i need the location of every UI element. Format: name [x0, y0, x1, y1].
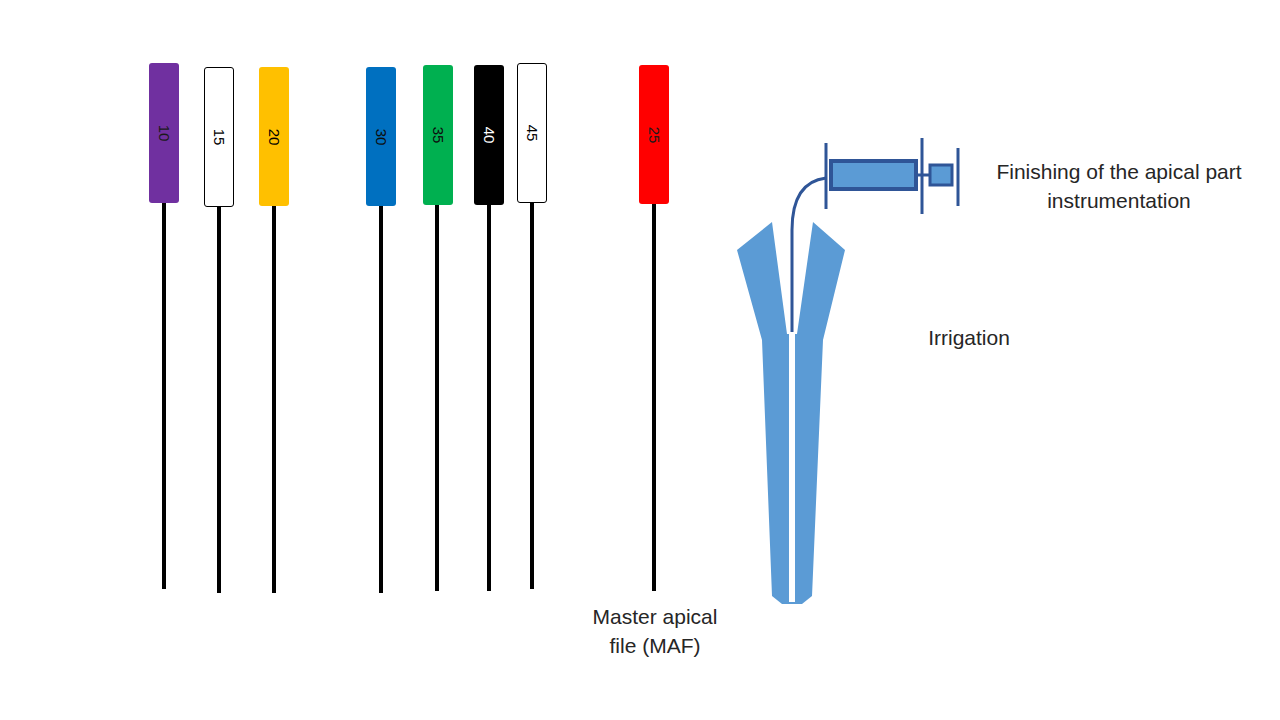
- irrigation-syringe: [792, 138, 958, 332]
- syringe-flange: [825, 143, 828, 209]
- file-handle: 10: [149, 63, 179, 203]
- file-handle: 15: [204, 67, 234, 207]
- file-shaft: [379, 206, 383, 593]
- file-size-number: 40: [482, 127, 497, 144]
- file-shafts: [164, 203, 654, 593]
- file-handle: 30: [366, 67, 396, 206]
- file-size-number: 45: [525, 125, 540, 142]
- file-handle: 45: [517, 63, 547, 203]
- file-shaft: [162, 203, 166, 589]
- file-size-number: 35: [431, 127, 446, 144]
- file-size-number: 20: [267, 128, 282, 145]
- syringe-barrel: [831, 161, 916, 189]
- step-caption: Irrigation: [889, 323, 1049, 352]
- plunger: [930, 165, 952, 185]
- file-size-number: 10: [157, 125, 172, 142]
- file-size-number: 30: [374, 128, 389, 145]
- file-caption: Master apical file (MAF): [580, 602, 730, 660]
- step-caption: Finishing of the apical part instrumenta…: [994, 157, 1244, 215]
- plunger-head: [957, 148, 960, 206]
- file-shaft: [487, 205, 491, 591]
- file-shaft: [272, 206, 276, 593]
- file-handle: 20: [259, 67, 289, 206]
- file-shaft: [530, 203, 534, 589]
- file-handle: 40: [474, 65, 504, 205]
- plunger-rod: [916, 174, 930, 177]
- file-shaft: [217, 207, 221, 593]
- file-shaft: [652, 204, 656, 591]
- file-shaft: [435, 205, 439, 591]
- canal-lumen: [789, 334, 795, 602]
- file-handle: 35: [423, 65, 453, 205]
- file-handle: 25: [639, 65, 669, 204]
- file-size-number: 25: [647, 126, 662, 143]
- file-size-number: 15: [212, 129, 227, 146]
- syringe-needle: [792, 178, 826, 332]
